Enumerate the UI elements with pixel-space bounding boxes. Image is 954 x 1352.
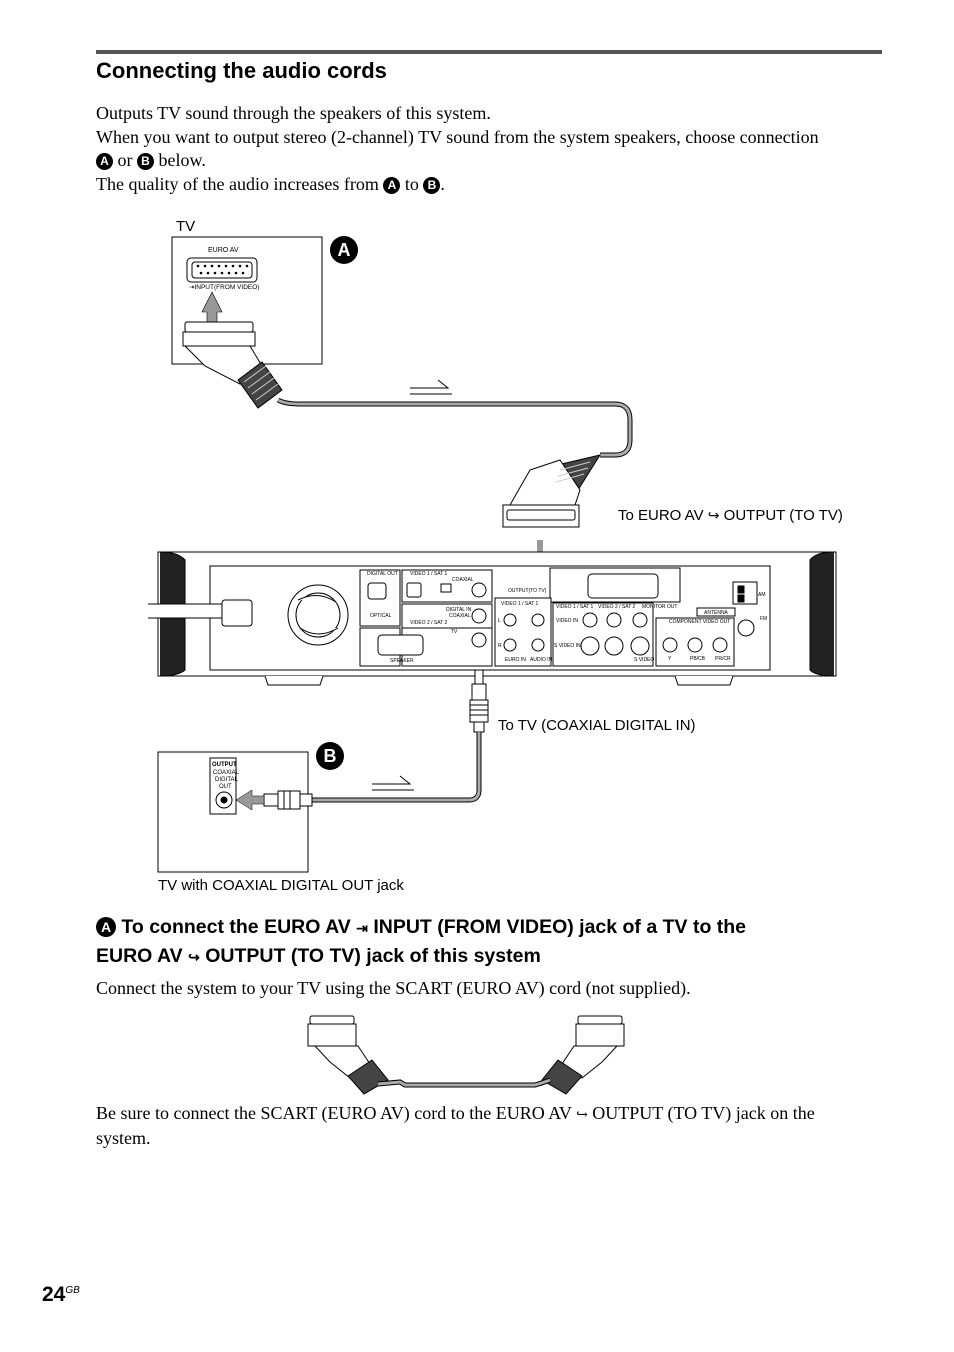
top-rule [96, 50, 882, 54]
svg-text:AUDIO IN: AUDIO IN [530, 657, 553, 663]
circle-b-icon: B [137, 153, 154, 170]
input-from-video-label: ⇥INPUT(FROM VIDEO) [189, 284, 260, 291]
svg-text:Y: Y [668, 656, 672, 662]
marker-a-icon: A [330, 236, 358, 264]
body-text-1: Connect the system to your TV using the … [96, 978, 691, 998]
page-number: 24GB [42, 1283, 80, 1306]
svg-text:OUTPUT: OUTPUT [212, 762, 237, 768]
circle-b-icon: B [423, 177, 441, 194]
svg-text:VIDEO 2 / SAT 2: VIDEO 2 / SAT 2 [410, 620, 448, 626]
svg-text:S VIDEO: S VIDEO [634, 657, 654, 663]
svg-text:COAXIAL: COAXIAL [213, 770, 240, 776]
page-title: Connecting the audio cords [96, 58, 387, 83]
input-arrow-icon: ⇥ [356, 920, 368, 936]
svg-text:R: R [498, 643, 502, 649]
body-text-2: Be sure to connect the SCART (EURO AV) c… [96, 1103, 815, 1148]
svg-text:DIGITAL: DIGITAL [215, 777, 239, 783]
svg-text:VIDEO IN: VIDEO IN [556, 618, 578, 624]
svg-text:COMPONENT VIDEO OUT: COMPONENT VIDEO OUT [669, 619, 730, 625]
output-arrow-icon: ↪ [707, 507, 720, 523]
input-arrow-icon: ⇥ [189, 284, 195, 291]
svg-text:SPEAKER: SPEAKER [390, 658, 414, 664]
output-arrow-icon: ↪ [188, 949, 200, 965]
svg-text:FM: FM [760, 616, 767, 622]
svg-text:PR/CR: PR/CR [715, 656, 731, 662]
svg-text:S VIDEO IN: S VIDEO IN [554, 643, 581, 649]
intro-line-2-cont: A or B below. [96, 149, 206, 172]
svg-text:AM: AM [758, 592, 766, 598]
svg-text:DIGITAL IN: DIGITAL IN [446, 607, 472, 613]
tv-coaxial-caption: TV with COAXIAL DIGITAL OUT jack [158, 877, 404, 894]
tv-scart-socket [186, 257, 258, 283]
svg-text:L: L [498, 618, 501, 624]
marker-b-icon: B [316, 742, 344, 770]
svg-text:VIDEO 1 / SAT 1: VIDEO 1 / SAT 1 [501, 601, 539, 607]
tv-coaxial-box [157, 751, 309, 873]
svg-text:VIDEO 1 / SAT 1: VIDEO 1 / SAT 1 [410, 571, 448, 577]
to-tv-coaxial-label: To TV (COAXIAL DIGITAL IN) [498, 717, 696, 734]
svg-text:COAXIAL: COAXIAL [452, 577, 474, 583]
svg-text:DIGITAL OUT: DIGITAL OUT [367, 571, 398, 577]
intro-line-2: When you want to output stereo (2-channe… [96, 127, 819, 147]
to-euro-av-label: To EURO AV ↪ OUTPUT (TO TV) [618, 507, 843, 524]
svg-text:EURO IN: EURO IN [505, 657, 526, 663]
circle-a-icon: A [96, 153, 113, 170]
svg-text:VIDEO 1 / SAT 1: VIDEO 1 / SAT 1 [556, 604, 594, 610]
svg-text:MONITOR OUT: MONITOR OUT [642, 604, 677, 610]
svg-text:COAXIAL: COAXIAL [449, 613, 471, 619]
intro-line-3: The quality of the audio increases from … [96, 174, 445, 194]
svg-text:OUTPUT(TO TV): OUTPUT(TO TV) [508, 588, 547, 594]
tv-label: TV [176, 218, 196, 235]
section-subheading: A To connect the EURO AV ⇥ INPUT (FROM V… [96, 913, 896, 971]
circle-a-icon: A [96, 917, 116, 937]
svg-text:VIDEO 2 / SAT 2: VIDEO 2 / SAT 2 [598, 604, 636, 610]
intro-line-1: Outputs TV sound through the speakers of… [96, 103, 491, 123]
circle-a-icon: A [383, 177, 401, 194]
svg-text:ANTENNA: ANTENNA [704, 610, 729, 616]
output-arrow-icon: ↪ [576, 1108, 588, 1123]
svg-text:OPTICAL: OPTICAL [370, 613, 392, 619]
euro-av-label: EURO AV [208, 247, 239, 254]
svg-text:PB/CB: PB/CB [690, 656, 706, 662]
svg-text:TV: TV [451, 629, 458, 635]
svg-text:OUT: OUT [219, 784, 232, 790]
